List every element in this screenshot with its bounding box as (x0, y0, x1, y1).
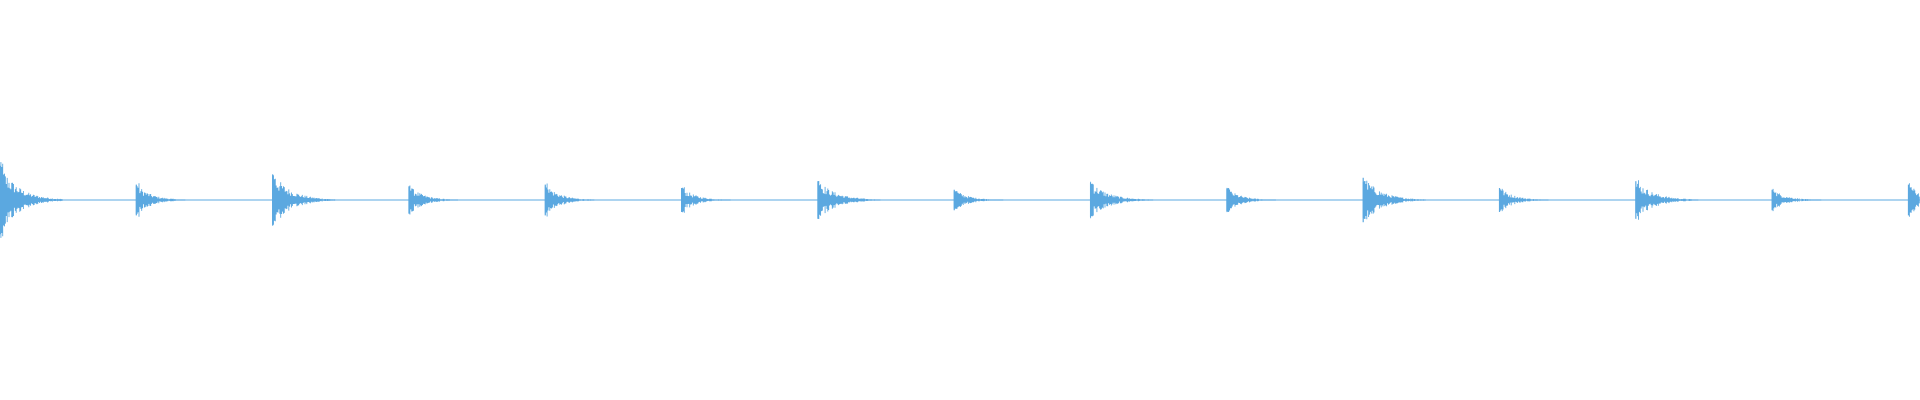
waveform-burst (544, 183, 595, 217)
waveform-burst (953, 189, 1004, 211)
waveform-envelope (1499, 188, 1549, 212)
waveform-envelope (1908, 183, 1920, 217)
waveform-burst (1635, 180, 1699, 220)
waveform-envelope (408, 185, 459, 215)
waveform-envelope (0, 162, 63, 238)
waveform-burst (0, 162, 63, 238)
waveform-envelope (1090, 181, 1154, 219)
waveform-burst (408, 185, 459, 215)
waveform-envelope (272, 175, 336, 225)
waveform-envelope (544, 183, 595, 217)
waveform-envelope (1226, 187, 1276, 213)
waveform-burst (680, 187, 731, 213)
waveform-envelope (1362, 180, 1426, 220)
waveform-burst (1907, 183, 1920, 217)
waveform-burst (1771, 188, 1822, 212)
waveform-envelope (681, 187, 731, 213)
waveform-burst (1362, 177, 1426, 223)
waveform-envelope (1771, 188, 1822, 212)
waveform-burst (817, 181, 881, 219)
waveform-envelope (135, 183, 186, 217)
waveform-envelope (953, 191, 1004, 209)
waveform-burst (1089, 181, 1154, 219)
waveform-envelope (817, 181, 881, 219)
waveform-burst (1226, 187, 1276, 213)
waveform-burst (135, 183, 186, 217)
waveform-burst (1498, 188, 1549, 212)
waveform-burst (272, 174, 336, 226)
waveform-envelope (1635, 180, 1699, 220)
waveform-bursts (0, 162, 1920, 238)
